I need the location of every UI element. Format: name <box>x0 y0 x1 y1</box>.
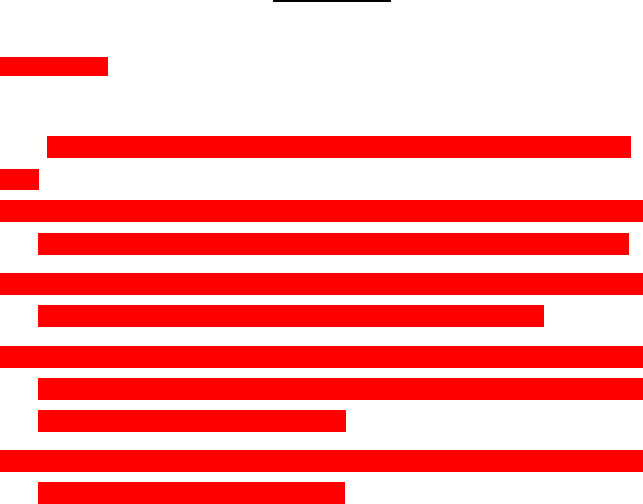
redacted-list-heading <box>0 200 643 222</box>
redacted-list-heading <box>0 450 643 472</box>
redacted-list-item-line <box>38 233 629 255</box>
redacted-list-heading <box>0 346 643 368</box>
redacted-list-item-line <box>38 482 345 504</box>
title-underline <box>273 0 391 2</box>
redacted-list-item-line <box>38 305 544 327</box>
redacted-paragraph-line <box>47 136 631 158</box>
redacted-heading <box>0 57 108 76</box>
redacted-paragraph-line <box>0 169 39 190</box>
redacted-list-item-line <box>38 378 643 400</box>
redacted-list-item-line <box>38 410 346 432</box>
redacted-list-heading <box>0 273 643 295</box>
